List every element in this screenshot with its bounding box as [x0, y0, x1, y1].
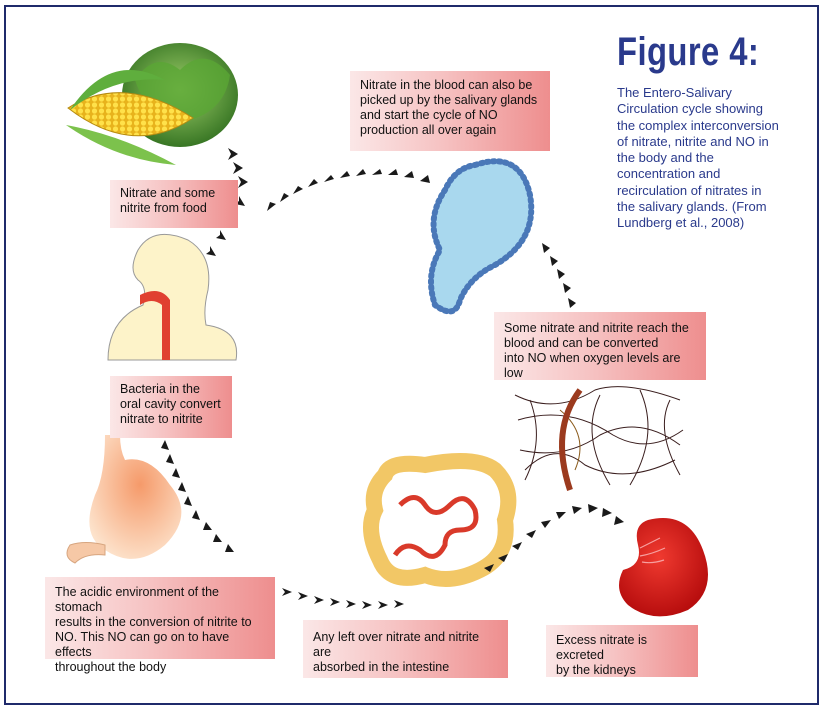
step-food: Nitrate and some nitrite from food — [110, 180, 238, 228]
step-food-text: Nitrate and some nitrite from food — [120, 186, 216, 215]
intestine-illustration — [363, 453, 517, 587]
step-oral-cavity: Bacteria in the oral cavity convert nitr… — [110, 376, 232, 438]
head-illustration — [107, 233, 238, 361]
step-oral-cavity-text: Bacteria in the oral cavity convert nitr… — [120, 382, 221, 426]
step-intestine: Any left over nitrate and nitrite are ab… — [303, 620, 508, 678]
blood-vessel-illustration — [514, 386, 684, 491]
step-intestine-text: Any left over nitrate and nitrite are ab… — [313, 630, 480, 674]
arrow-blood-to-gland — [542, 243, 576, 308]
kidney-illustration — [619, 518, 708, 617]
step-kidney-text: Excess nitrate is excreted by the kidney… — [556, 633, 648, 677]
step-kidney: Excess nitrate is excreted by the kidney… — [546, 625, 698, 677]
step-salivary: Nitrate in the blood can also be picked … — [350, 71, 550, 151]
figure-caption: The Entero-Salivary Circulation cycle sh… — [617, 85, 779, 231]
step-salivary-text: Nitrate in the blood can also be picked … — [360, 78, 538, 137]
step-blood: Some nitrate and nitrite reach the blood… — [494, 312, 706, 380]
stomach-illustration — [66, 435, 182, 564]
arrow-oral-to-stomach — [161, 440, 234, 552]
figure-title: Figure 4: — [617, 30, 760, 74]
food-illustration — [66, 43, 238, 165]
salivary-gland-illustration — [428, 158, 535, 315]
arrow-stomach-to-intestine — [282, 588, 404, 609]
step-stomach-text: The acidic environment of the stomach re… — [55, 585, 252, 674]
step-blood-text: Some nitrate and nitrite reach the blood… — [504, 321, 689, 380]
arrow-gland-to-food — [267, 169, 430, 211]
step-stomach: The acidic environment of the stomach re… — [45, 577, 275, 674]
arrow-intestine-to-kidney — [484, 504, 624, 572]
